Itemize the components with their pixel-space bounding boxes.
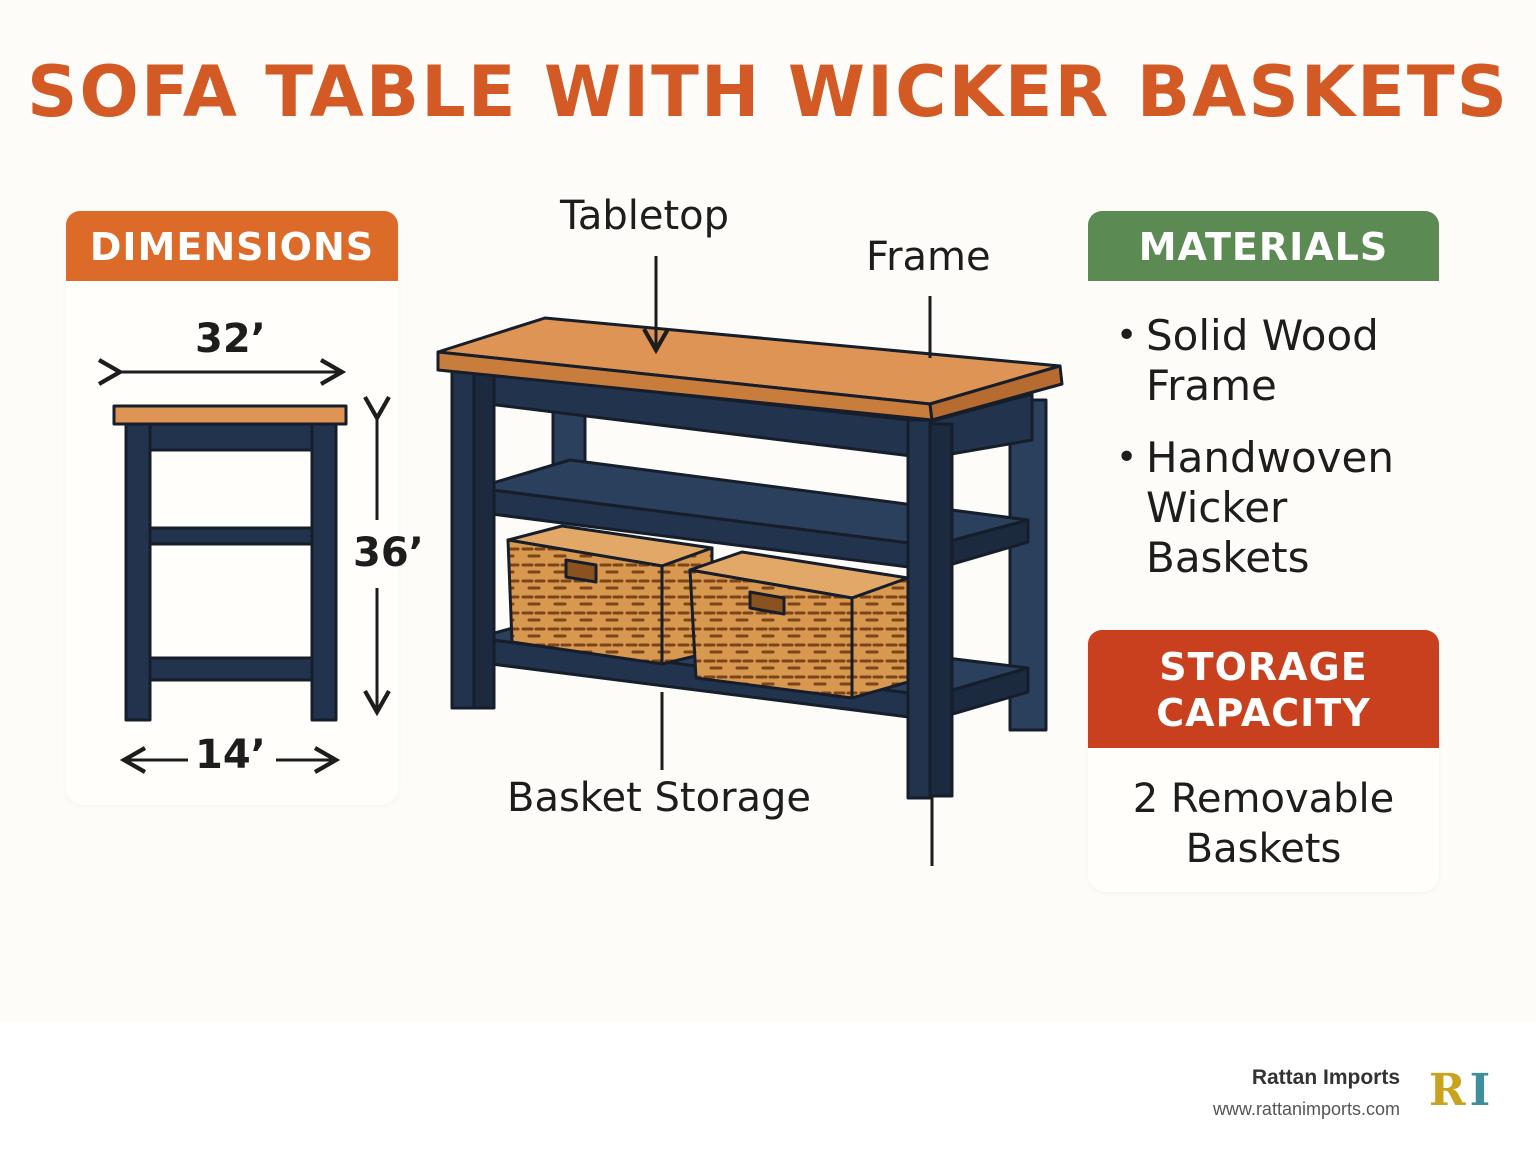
side-view-table (112, 404, 348, 722)
wicker-basket-right (688, 550, 910, 700)
basket-storage-label: Basket Storage (507, 775, 812, 821)
footer-band (0, 1022, 1536, 1154)
main-table-front (436, 316, 1064, 800)
dimensions-header: DIMENSIONS (66, 211, 398, 281)
dimensions-card: DIMENSIONS (66, 211, 398, 805)
brand-name: Rattan Imports (1251, 1066, 1400, 1089)
material-item-line: Handwoven (1146, 433, 1394, 482)
storage-line: 2 Removable (1132, 776, 1395, 822)
storage-capacity-text: 2 Removable Baskets (1088, 774, 1439, 874)
materials-card: MATERIALS Solid Wood Frame Handwoven Wic… (1088, 211, 1439, 611)
storage-header: STORAGE CAPACITY (1088, 630, 1439, 748)
logo-letter-i: I (1469, 1065, 1491, 1116)
material-item-line: Solid Wood (1146, 311, 1379, 360)
tabletop-label: Tabletop (560, 193, 729, 239)
material-item-line: Wicker (1146, 483, 1288, 532)
page-title: SOFA TABLE WITH WICKER BASKETS (27, 51, 1509, 133)
depth-label: 14’ (195, 732, 266, 778)
width-label: 32’ (195, 316, 266, 362)
storage-header-line: STORAGE (1159, 645, 1368, 689)
materials-list: Solid Wood Frame Handwoven Wicker Basket… (1112, 311, 1442, 605)
brand-url[interactable]: www.rattanimports.com (1212, 1099, 1400, 1119)
material-item-line: Frame (1146, 361, 1277, 410)
material-item-line: Baskets (1146, 533, 1310, 582)
brand-logo: RI (1429, 1066, 1490, 1116)
logo-letter-r: R (1429, 1065, 1466, 1116)
wicker-basket-left (506, 524, 714, 666)
material-item-wicker: Handwoven Wicker Baskets (1112, 433, 1442, 583)
storage-header-line: CAPACITY (1156, 691, 1371, 735)
material-item-wood: Solid Wood Frame (1112, 311, 1442, 411)
height-label: 36’ (353, 530, 424, 576)
materials-header: MATERIALS (1088, 211, 1439, 281)
storage-line: Baskets (1185, 826, 1342, 872)
frame-label: Frame (866, 234, 991, 280)
storage-card: STORAGE CAPACITY 2 Removable Baskets (1088, 630, 1439, 892)
